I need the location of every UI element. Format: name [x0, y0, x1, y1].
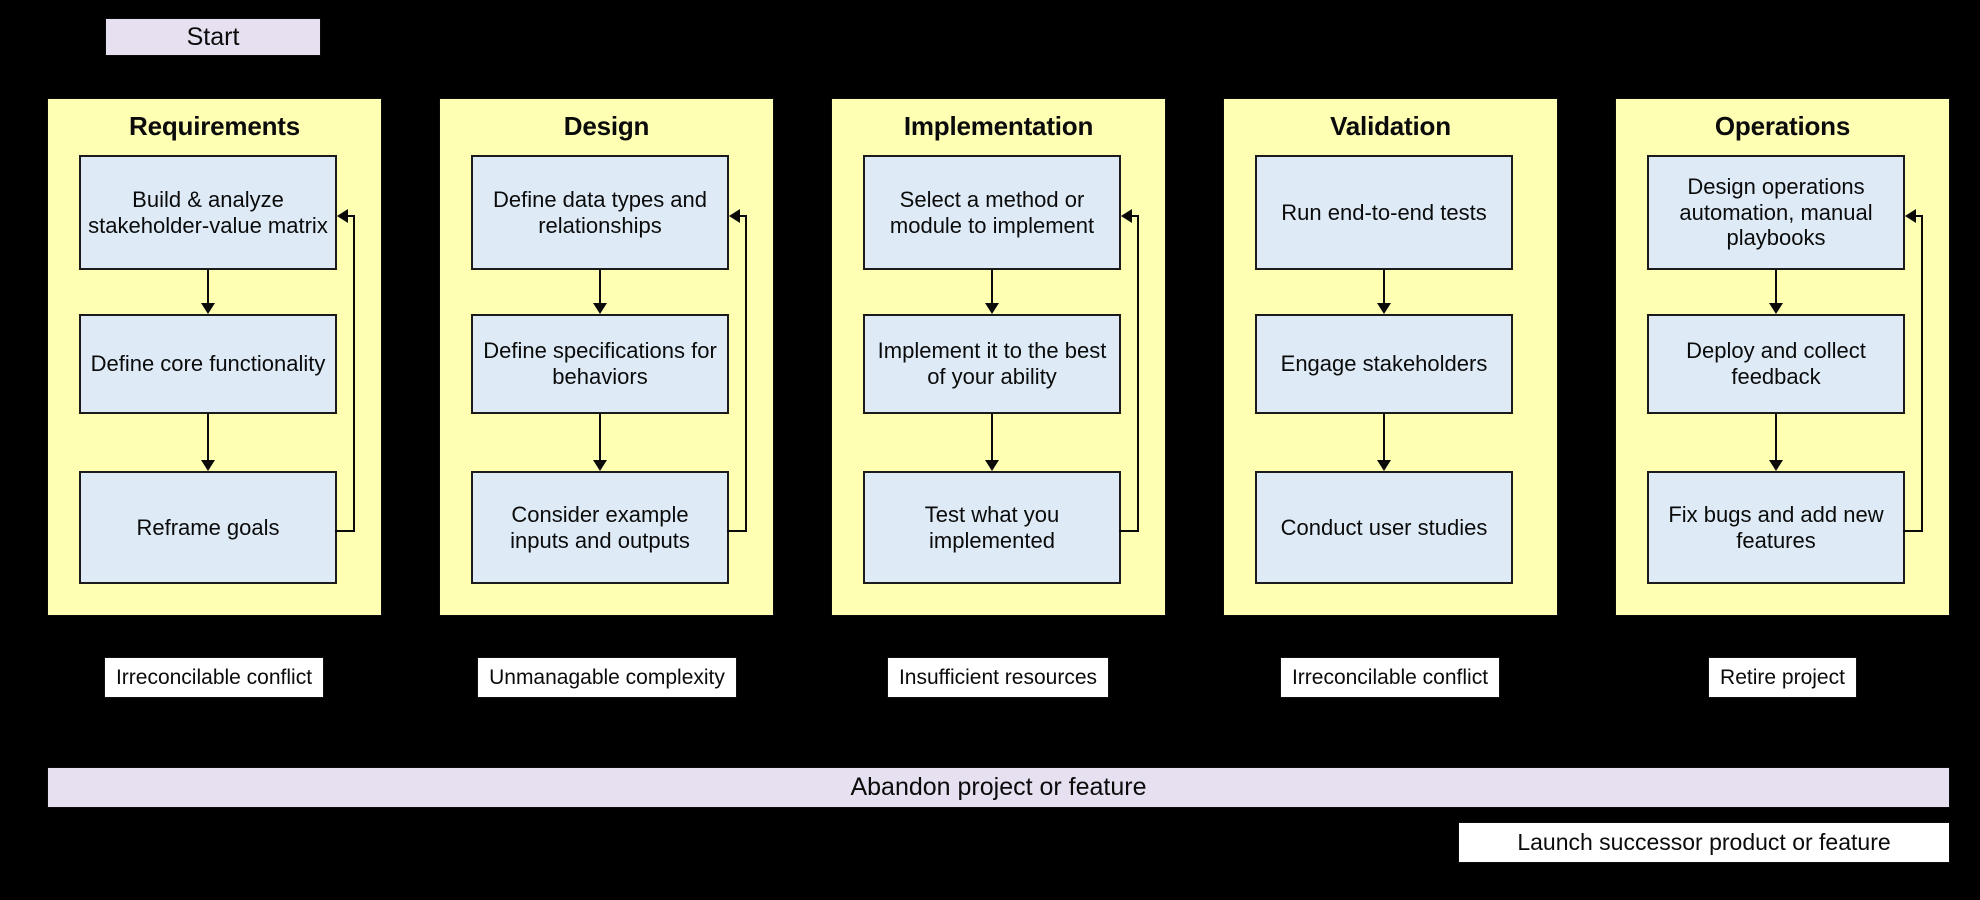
step-label: Fix bugs and add new features: [1668, 501, 1884, 553]
flow-arrow-down: [207, 270, 209, 305]
loop-back-segment-bottom: [1903, 530, 1923, 532]
step-box: Consider example inputs and outputs: [471, 471, 729, 584]
flow-arrow-down: [599, 270, 601, 305]
start-node-label: Start: [186, 22, 240, 51]
exit-condition-text: Unmanagable complexity: [489, 665, 725, 689]
step-box: Deploy and collect feedback: [1647, 314, 1905, 414]
step-box: Select a method or module to implement: [863, 155, 1121, 270]
step-label: Consider example inputs and outputs: [510, 501, 690, 553]
launch-successor-box: Launch successor product or feature: [1458, 822, 1950, 863]
loop-back-arrowhead: [337, 209, 348, 223]
flow-arrowhead-down: [1769, 460, 1783, 471]
step-label: Conduct user studies: [1280, 514, 1488, 540]
loop-back-segment-vertical: [353, 215, 355, 532]
flow-arrow-down: [991, 270, 993, 305]
step-label: Deploy and collect feedback: [1686, 338, 1866, 389]
step-box: Fix bugs and add new features: [1647, 471, 1905, 584]
exit-condition-label: Irreconcilable conflict: [104, 657, 324, 698]
step-label: Define specifications for behaviors: [483, 338, 717, 389]
step-label: Engage stakeholders: [1280, 351, 1488, 377]
step-label: Select a method or module to implement: [889, 186, 1095, 238]
launch-successor-label: Launch successor product or feature: [1517, 829, 1891, 855]
flow-arrow-down: [207, 414, 209, 462]
step-label: Define data types and relationships: [492, 186, 708, 238]
loop-back-segment-top: [346, 215, 355, 217]
exit-condition-text: Insufficient resources: [898, 665, 1098, 689]
abandon-project-label: Abandon project or feature: [850, 773, 1147, 801]
step-box: Define core functionality: [79, 314, 337, 414]
start-node: Start: [105, 18, 321, 56]
flow-arrow-down: [599, 414, 601, 462]
flow-arrowhead-down: [985, 460, 999, 471]
exit-condition-text: Irreconcilable conflict: [115, 665, 313, 689]
loop-back-arrowhead: [1121, 209, 1132, 223]
loop-back-segment-bottom: [335, 530, 355, 532]
step-label: Implement it to the best of your ability: [877, 338, 1107, 389]
flow-arrow-down: [1775, 414, 1777, 462]
step-box: Design operations automation, manual pla…: [1647, 155, 1905, 270]
loop-back-arrowhead: [1905, 209, 1916, 223]
step-label: Define core functionality: [90, 351, 326, 377]
flow-arrow-down: [991, 414, 993, 462]
loop-back-arrowhead: [729, 209, 740, 223]
step-label: Build & analyze stakeholder-value matrix: [88, 186, 328, 238]
exit-condition-label: Unmanagable complexity: [477, 657, 737, 698]
step-box: Test what you implemented: [863, 471, 1121, 584]
step-label: Reframe goals: [136, 514, 280, 540]
flow-arrowhead-down: [985, 303, 999, 314]
flow-arrow-down: [1383, 414, 1385, 462]
phase-title: Validation: [1330, 111, 1451, 141]
flow-arrow-down: [1383, 270, 1385, 305]
flow-arrowhead-down: [1377, 303, 1391, 314]
flow-arrowhead-down: [201, 303, 215, 314]
flow-arrowhead-down: [1769, 303, 1783, 314]
phase-title: Implementation: [903, 111, 1094, 141]
loop-back-segment-top: [738, 215, 747, 217]
step-label: Run end-to-end tests: [1281, 199, 1487, 225]
phase-title: Design: [563, 111, 650, 141]
flow-arrowhead-down: [1377, 460, 1391, 471]
step-box: Run end-to-end tests: [1255, 155, 1513, 270]
step-box: Implement it to the best of your ability: [863, 314, 1121, 414]
exit-condition-label: Irreconcilable conflict: [1280, 657, 1500, 698]
step-box: Reframe goals: [79, 471, 337, 584]
step-box: Conduct user studies: [1255, 471, 1513, 584]
abandon-project-bar: Abandon project or feature: [47, 767, 1950, 808]
flow-arrowhead-down: [201, 460, 215, 471]
step-label: Design operations automation, manual pla…: [1679, 173, 1873, 251]
step-box: Engage stakeholders: [1255, 314, 1513, 414]
flow-arrow-down: [1775, 270, 1777, 305]
loop-back-segment-vertical: [745, 215, 747, 532]
loop-back-segment-vertical: [1137, 215, 1139, 532]
loop-back-segment-top: [1130, 215, 1139, 217]
step-label: Test what you implemented: [924, 501, 1060, 553]
phase-title: Operations: [1714, 111, 1851, 141]
step-box: Define data types and relationships: [471, 155, 729, 270]
flow-arrowhead-down: [593, 460, 607, 471]
flow-arrowhead-down: [593, 303, 607, 314]
step-box: Build & analyze stakeholder-value matrix: [79, 155, 337, 270]
loop-back-segment-bottom: [1119, 530, 1139, 532]
loop-back-segment-vertical: [1921, 215, 1923, 532]
loop-back-segment-top: [1914, 215, 1923, 217]
step-box: Define specifications for behaviors: [471, 314, 729, 414]
exit-condition-label: Insufficient resources: [887, 657, 1109, 698]
exit-condition-text: Irreconcilable conflict: [1291, 665, 1489, 689]
loop-back-segment-bottom: [727, 530, 747, 532]
phase-title: Requirements: [129, 111, 300, 141]
exit-condition-label: Retire project: [1708, 657, 1857, 698]
exit-condition-text: Retire project: [1720, 665, 1845, 689]
